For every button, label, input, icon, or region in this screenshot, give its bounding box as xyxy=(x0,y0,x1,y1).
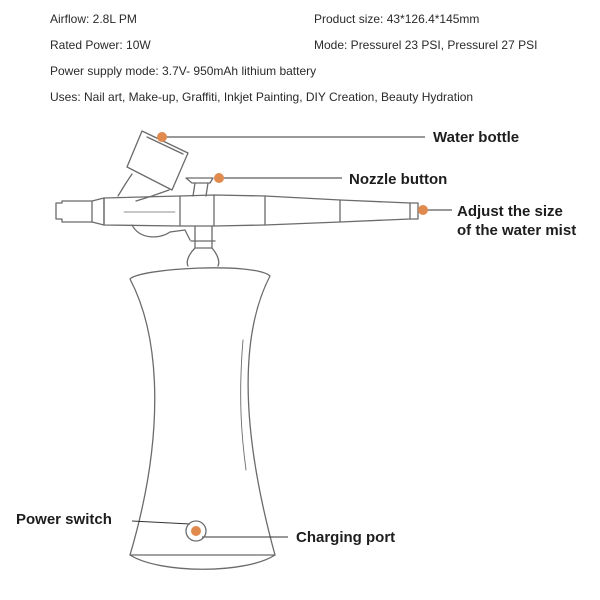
water-bottle-marker xyxy=(157,132,167,142)
nozzle-button-marker xyxy=(214,173,224,183)
power-switch-leader xyxy=(131,520,191,525)
nozzle-tip xyxy=(55,197,105,226)
power-switch-label: Power switch xyxy=(16,511,112,528)
spec-uses: Uses: Nail art, Make-up, Graffiti, Inkje… xyxy=(50,90,474,104)
water-bottle-cup xyxy=(117,130,189,202)
spec-power-supply: Power supply mode: 3.7V- 950mAh lithium … xyxy=(50,64,317,78)
handle-body xyxy=(129,267,276,570)
nozzle-button xyxy=(185,177,214,197)
airbrush-barrel xyxy=(103,194,419,227)
spec-airflow: Airflow: 2.8L PM xyxy=(50,12,137,26)
charging-port-label: Charging port xyxy=(296,529,396,546)
spec-mode: Mode: Pressurel 23 PSI, Pressurel 27 PSI xyxy=(314,38,538,52)
spec-rated-power: Rated Power: 10W xyxy=(50,38,151,52)
adjust-mist-marker xyxy=(418,205,428,215)
power-switch-ring xyxy=(185,520,207,542)
water-bottle-label: Water bottle xyxy=(433,129,520,146)
adjust-mist-label: Adjust the size of the water mist xyxy=(457,202,576,240)
airbrush-connector xyxy=(131,224,220,267)
adjust-mist-label-line2: of the water mist xyxy=(457,222,577,239)
nozzle-button-label: Nozzle button xyxy=(349,171,448,188)
adjust-mist-label-line1: Adjust the size xyxy=(457,203,563,220)
spec-product-size: Product size: 43*126.4*145mm xyxy=(314,12,480,26)
power-switch-marker xyxy=(191,526,201,536)
